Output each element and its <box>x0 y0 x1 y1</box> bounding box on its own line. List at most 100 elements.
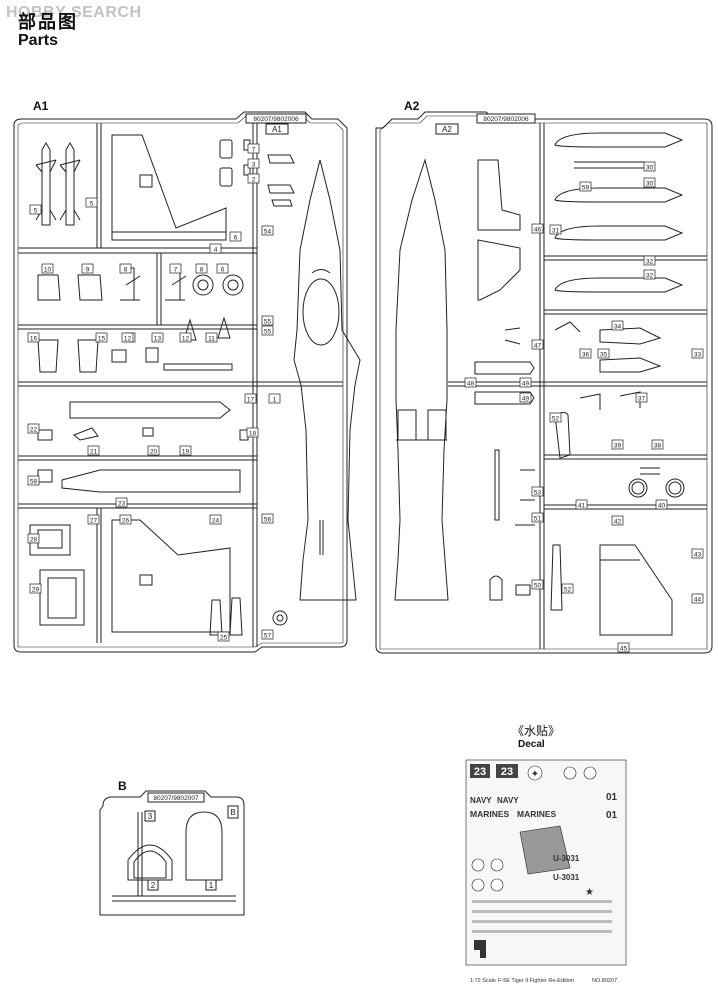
part-number-a1-26: 26 <box>122 518 130 525</box>
part-number-a2-59: 59 <box>582 185 590 192</box>
sprue-a2-label: A2 <box>404 99 420 113</box>
part-number-a2-41: 41 <box>578 503 586 510</box>
part-number-a2-51: 51 <box>534 516 542 523</box>
part-number-a2-32: 32 <box>646 259 654 266</box>
part-number-a1-24: 24 <box>212 518 220 525</box>
part-number-a2-30: 30 <box>646 165 654 172</box>
part-number-a1-57: 57 <box>264 633 272 640</box>
sprue-a1: 80207/9802006 A1 <box>13 111 361 653</box>
part-number-a2-42: 42 <box>614 519 622 526</box>
page-title-cn: 部品图 <box>18 12 78 33</box>
part-number-a2-38: 38 <box>654 443 662 450</box>
decal-serial-a: U-3031 <box>553 854 580 863</box>
part-number-a1-15: 15 <box>98 336 106 343</box>
sprue-a2-tag: A2 <box>442 125 452 134</box>
decal-01-a: 01 <box>606 792 618 803</box>
part-number-a1-58: 58 <box>30 479 38 486</box>
sprue-b-part-3: 3 <box>148 812 153 821</box>
part-number-a1-8: 8 <box>200 267 204 274</box>
part-number-a1-2: 2 <box>252 177 256 184</box>
svg-text:✦: ✦ <box>531 769 539 780</box>
part-number-a2-43: 43 <box>694 552 702 559</box>
part-number-a1-56: 56 <box>264 517 272 524</box>
part-number-a1-16: 16 <box>30 336 38 343</box>
decal-number-23-a: 23 <box>474 766 486 778</box>
part-number-a2-49: 49 <box>522 396 530 403</box>
sprue-b: 80207/9802007 B 2 1 3 <box>99 790 245 916</box>
decal-navy-a: NAVY <box>470 796 492 805</box>
part-number-a2-50: 50 <box>534 583 542 590</box>
part-number-a1-6: 6 <box>221 267 225 274</box>
part-number-a1-22: 22 <box>30 427 38 434</box>
part-number-a1-3: 3 <box>252 162 256 169</box>
decal-number-23-b: 23 <box>501 766 513 778</box>
watermark: HOBBY SEARCH <box>6 4 142 21</box>
decal-navy-b: NAVY <box>497 796 519 805</box>
part-number-a2-53: 53 <box>534 490 542 497</box>
decal-marines-b: MARINES <box>517 809 557 819</box>
part-number-a1-17: 17 <box>247 397 255 404</box>
sprue-a2-code: 80207/9802006 <box>483 116 529 123</box>
part-number-a1-7: 7 <box>174 267 178 274</box>
part-number-a1-13: 13 <box>154 336 162 343</box>
part-number-a2-34: 34 <box>614 324 622 331</box>
part-number-a2-52: 52 <box>552 416 560 423</box>
part-number-a2-49: 49 <box>522 381 530 388</box>
part-number-a1-5: 5 <box>90 201 94 208</box>
decal-footer-code: NO.80207 <box>592 978 617 984</box>
part-number-a1-25: 25 <box>220 635 228 642</box>
part-number-a1-20: 20 <box>150 449 158 456</box>
part-number-a1-4: 4 <box>214 247 218 254</box>
decal-footer-scale: 1:72 Scale <box>470 978 496 984</box>
part-number-a2-36: 36 <box>582 352 590 359</box>
part-number-a1-27: 27 <box>90 518 98 525</box>
part-number-a2-40: 40 <box>658 503 666 510</box>
sprue-a2: 80207/9802006 A2 <box>375 111 713 654</box>
part-number-a1-18: 18 <box>249 431 257 438</box>
part-number-a2-44: 44 <box>694 597 702 604</box>
part-number-a1-21: 21 <box>90 449 98 456</box>
part-number-a2-31: 31 <box>552 228 560 235</box>
part-number-a1-10: 10 <box>44 267 52 274</box>
part-number-a1-1: 1 <box>273 397 277 404</box>
part-number-a1-28: 28 <box>30 537 38 544</box>
part-number-a2-30: 30 <box>646 181 654 188</box>
missile-parts <box>35 141 81 226</box>
part-number-a1-55: 55 <box>264 319 272 326</box>
part-number-a1-12: 12 <box>124 336 132 343</box>
part-number-a2-37: 37 <box>638 396 646 403</box>
part-number-a1-5: 5 <box>34 208 38 215</box>
part-number-a1-54: 54 <box>264 229 272 236</box>
sprue-b-part-2: 2 <box>151 881 156 890</box>
sprue-a1-code: 80207/9802006 <box>253 116 299 123</box>
decal-marines-a: MARINES <box>470 809 510 819</box>
part-number-a1-7: 7 <box>252 147 256 154</box>
part-number-a2-47: 47 <box>534 343 542 350</box>
part-number-a1-29: 29 <box>32 587 40 594</box>
sprue-a1-tag: A1 <box>272 125 282 134</box>
sprue-b-label: B <box>118 779 127 793</box>
decal-title-cn: 《水贴》 <box>512 724 561 738</box>
decal-title-en: Decal <box>518 739 545 750</box>
decal-sheet: 23 23 ✦ 01 01 NAVY NAVY MARINES MARINES … <box>465 759 627 984</box>
page-title-en: Parts <box>18 32 59 49</box>
part-number-a1-23: 23 <box>118 501 126 508</box>
part-number-a2-48: 48 <box>467 381 475 388</box>
part-number-a1-6: 6 <box>234 235 238 242</box>
part-number-a2-35: 35 <box>600 352 608 359</box>
part-number-a1-55: 55 <box>264 329 272 336</box>
part-number-a1-9: 9 <box>86 267 90 274</box>
decal-01-b: 01 <box>606 810 618 821</box>
svg-text:★: ★ <box>585 887 594 898</box>
part-number-a2-45: 45 <box>620 646 628 653</box>
part-number-a1-19: 19 <box>182 449 190 456</box>
sprue-b-code: 80207/9802007 <box>153 795 199 802</box>
part-number-a1-8: 8 <box>124 267 128 274</box>
sprue-b-tag: B <box>230 808 235 817</box>
part-number-a1-12: 12 <box>182 336 190 343</box>
part-number-a2-32: 32 <box>646 273 654 280</box>
part-number-a2-39: 39 <box>614 443 622 450</box>
part-number-a2-33: 33 <box>694 352 702 359</box>
decal-footer-name: F-5E Tiger II Fighter Re-Edition <box>498 978 574 984</box>
